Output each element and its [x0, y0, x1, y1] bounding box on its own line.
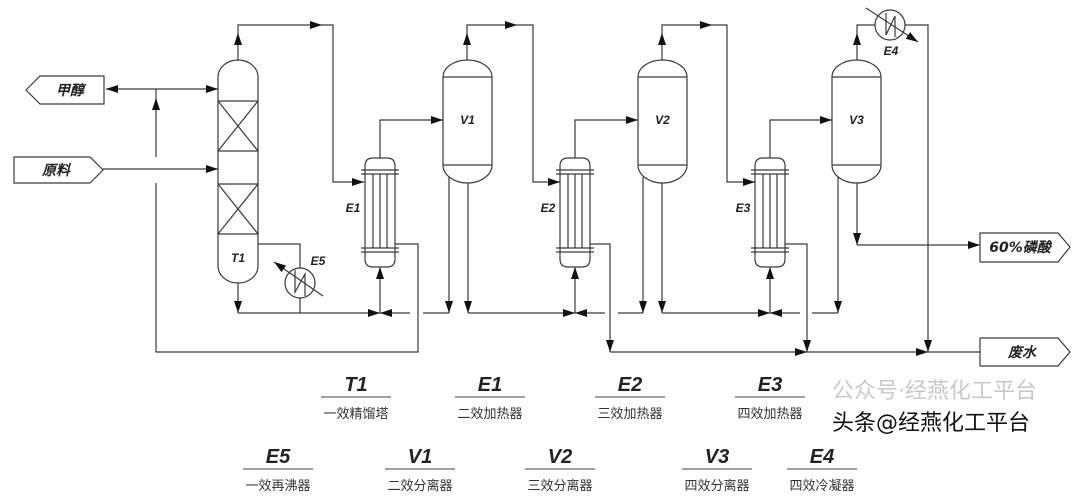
- legend-name: 四效分离器: [684, 478, 749, 494]
- tag-e5: E5: [311, 254, 326, 268]
- legend-item-e2: E2 三效加热器: [595, 374, 665, 422]
- legend-tag: V3: [705, 446, 729, 468]
- legend-tag: E2: [618, 374, 642, 396]
- stream-wastewater: 废水: [979, 337, 1071, 367]
- watermark-wechat: 公众号·经燕化工平台: [832, 379, 1037, 404]
- legend-item-v3: V3 四效分离器: [682, 446, 752, 494]
- legend-tag: T1: [344, 374, 367, 396]
- tag-t1: T1: [231, 251, 245, 265]
- legend-item-v1: V1 二效分离器: [385, 446, 455, 494]
- legend-item-e5: E5 一效再沸器: [243, 446, 313, 494]
- legend-item-e3: E3 四效加热器: [735, 374, 805, 422]
- column-t1: T1: [217, 59, 259, 284]
- equipment-legend: T1 一效精馏塔 E1 二效加热器 E2 三效加热器 E3 四效加热器 E5 一效再沸器 V1 二效分…: [243, 374, 857, 494]
- heater-e3: E3: [736, 157, 789, 268]
- stream-methanol: 甲醇: [25, 75, 105, 105]
- reboiler-e5: E5: [273, 254, 326, 299]
- legend-tag: V2: [548, 446, 572, 468]
- tag-v1: V1: [460, 113, 475, 127]
- heater-e1: E1: [346, 157, 399, 268]
- legend-item-t1: T1 一效精馏塔: [321, 374, 391, 422]
- legend-tag: V1: [408, 446, 432, 468]
- watermark-toutiao: 头条@经燕化工平台: [832, 411, 1030, 436]
- legend-name: 三效加热器: [597, 407, 662, 422]
- tag-e3: E3: [736, 201, 751, 215]
- separator-v1: V1: [442, 59, 493, 184]
- stream-feed-label: 原料: [41, 162, 72, 179]
- legend-tag: E1: [478, 374, 502, 396]
- stream-feed: 原料: [13, 156, 104, 184]
- piping: [103, 21, 980, 356]
- legend-name: 三效分离器: [527, 478, 592, 494]
- tag-e2: E2: [541, 201, 556, 215]
- legend-item-e4: E4 四效冷凝器: [787, 446, 857, 494]
- stream-product-label: 60%磷酸: [989, 239, 1053, 256]
- tag-v2: V2: [655, 113, 670, 127]
- legend-item-e1: E1 二效加热器: [455, 374, 525, 422]
- stream-wastewater-label: 废水: [1007, 344, 1037, 361]
- tag-e4: E4: [884, 44, 899, 58]
- legend-name: 四效加热器: [737, 407, 802, 422]
- legend-tag: E5: [266, 446, 291, 468]
- stream-methanol-label: 甲醇: [56, 82, 87, 99]
- legend-name: 一效精馏塔: [323, 407, 388, 422]
- separator-v3: V3: [831, 59, 882, 184]
- heater-e2: E2: [541, 157, 594, 268]
- legend-name: 一效再沸器: [245, 479, 310, 494]
- separator-v2: V2: [637, 59, 688, 184]
- legend-tag: E4: [810, 446, 834, 468]
- tag-e1: E1: [346, 201, 361, 215]
- legend-tag: E3: [758, 374, 782, 396]
- tag-v3: V3: [849, 113, 864, 127]
- legend-name: 二效分离器: [387, 478, 452, 494]
- legend-item-v2: V2 三效分离器: [525, 446, 595, 494]
- legend-name: 四效冷凝器: [789, 478, 854, 494]
- condenser-e4: E4: [865, 7, 919, 58]
- legend-name: 二效加热器: [457, 407, 522, 422]
- stream-product: 60%磷酸: [979, 232, 1071, 263]
